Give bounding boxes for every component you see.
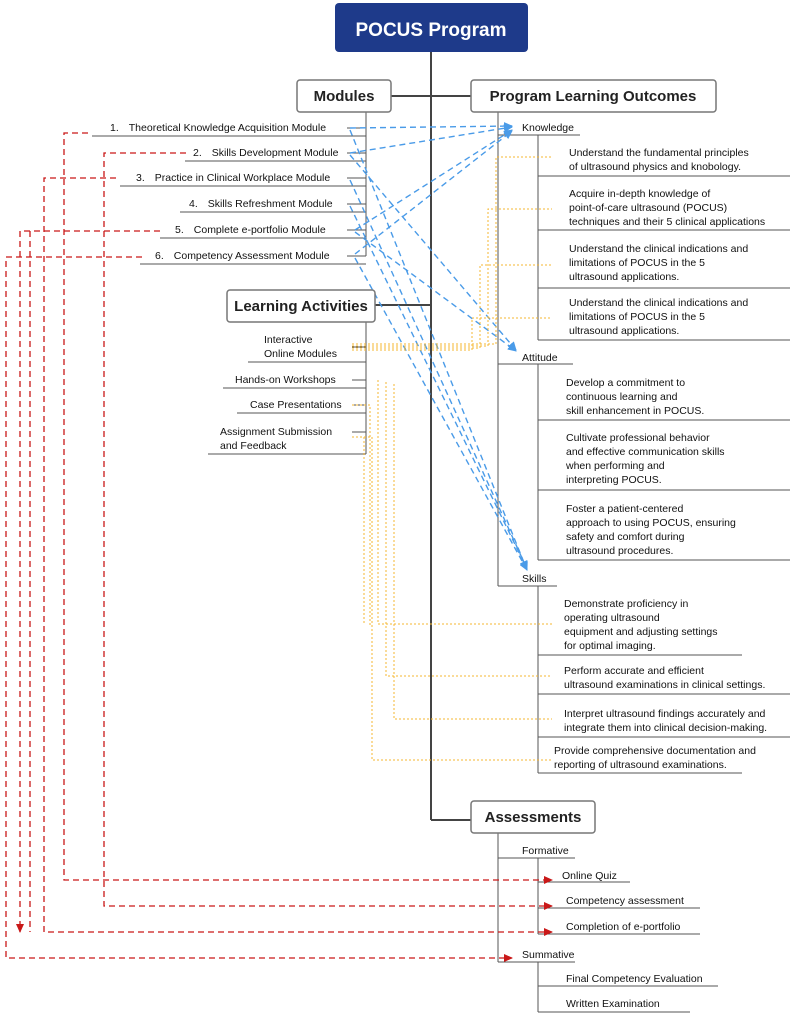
modules-header: Modules (296, 79, 392, 113)
activity-item-4: Assignment Submission and Feedback (220, 426, 335, 452)
module-item-5: 5.Complete e-portfolio Module (175, 224, 326, 236)
skills-label: Skills (522, 573, 547, 585)
summative-item-2: Written Examination (566, 998, 660, 1010)
activity-link-knowledge-4 (352, 317, 552, 351)
activity-item-1: Interactive Online Modules (264, 334, 337, 360)
module-item-3: 3.Practice in Clinical Workplace Module (136, 172, 330, 184)
link-module-5-attitude (354, 231, 517, 352)
activity-link-skills-2 (385, 382, 552, 677)
knowledge-item-2: Acquire in-depth knowledge of point-of-c… (569, 188, 765, 228)
formative-item-1: Online Quiz (562, 870, 617, 882)
activity-link-knowledge-1 (352, 156, 552, 345)
skills-item-2: Perform accurate and efficient ultrasoun… (564, 665, 765, 691)
activity-item-3: Case Presentations (250, 399, 342, 411)
link-module-6-skills (354, 257, 528, 571)
formative-item-2: Competency assessment (566, 895, 684, 907)
link-module-2-knowledge (349, 124, 513, 154)
attitude-item-lines (537, 364, 790, 561)
activity-link-skills-1 (377, 380, 552, 625)
activities-header: Learning Activities (226, 289, 376, 323)
link-module-6-summative (5, 256, 513, 962)
attitude-label: Attitude (522, 352, 558, 364)
knowledge-item-4: Understand the clinical indications and … (569, 297, 751, 337)
assessments-branch (497, 833, 718, 1013)
skills-item-1: Demonstrate proficiency in operating ult… (564, 598, 720, 652)
module-item-6: 6.Competency Assessment Module (155, 250, 330, 262)
outcomes-header-text: Program Learning Outcomes (490, 88, 697, 105)
formative-item-3: Completion of e-portfolio (566, 921, 681, 933)
assessments-header: Assessments (470, 800, 596, 834)
knowledge-label: Knowledge (522, 122, 574, 134)
attitude-item-2: Cultivate professional behavior and effe… (565, 432, 727, 486)
activity-link-knowledge-3 (352, 264, 552, 349)
activity-link-skills-3 (393, 384, 552, 720)
skills-item-4: Provide comprehensive documentation and … (554, 745, 759, 771)
modules-header-text: Modules (314, 88, 375, 105)
attitude-items: Develop a commitment to continuous learn… (565, 377, 739, 557)
program-title-text: POCUS Program (356, 20, 507, 41)
activity-list: Interactive Online Modules Hands-on Work… (220, 334, 342, 452)
summative-label: Summative (522, 949, 575, 961)
activities-branch (352, 320, 367, 454)
main-trunk (375, 52, 471, 821)
knowledge-items: Understand the fundamental principles of… (569, 147, 765, 337)
activity-outcome-links (352, 156, 552, 761)
formative-label: Formative (522, 845, 569, 857)
outcomes-header: Program Learning Outcomes (470, 79, 717, 113)
activities-header-text: Learning Activities (234, 298, 368, 315)
attitude-item-3: Foster a patient-centered approach to us… (566, 503, 739, 557)
module-item-4: 4.Skills Refreshment Module (189, 198, 333, 210)
link-module-3-skills (349, 179, 528, 570)
activity-link-case-skills (352, 404, 371, 625)
link-module-1-knowledge (349, 122, 513, 131)
module-item-1: 1.Theoretical Knowledge Acquisition Modu… (110, 122, 326, 134)
knowledge-item-3: Understand the clinical indications and … (569, 243, 751, 283)
knowledge-item-1: Understand the fundamental principles of… (569, 147, 752, 173)
summative-item-1: Final Competency Evaluation (566, 973, 703, 985)
knowledge-item-lines (537, 135, 790, 341)
skills-item-3: Interpret ultrasound findings accurately… (564, 708, 768, 734)
link-module-3-eportfolio (43, 177, 553, 936)
link-module-5-knowledge (354, 129, 513, 231)
skills-items: Demonstrate proficiency in operating ult… (554, 598, 768, 771)
activity-item-2: Hands-on Workshops (235, 374, 336, 386)
activity-underlines (208, 361, 366, 455)
activity-link-assignment-skills (352, 436, 552, 761)
skills-item-lines (537, 586, 790, 774)
modules-branch (347, 110, 367, 257)
module-assessment-links (5, 132, 553, 962)
link-module-6-knowledge (354, 130, 513, 255)
link-module-2-competency (103, 152, 553, 910)
module-underlines (92, 135, 366, 265)
activity-link-knowledge-2 (352, 208, 552, 347)
assessments-header-text: Assessments (485, 809, 582, 826)
link-module-5-eportfolio (16, 230, 160, 933)
link-module-1-online-quiz (63, 132, 553, 884)
outcomes-branch (497, 110, 580, 587)
link-module-4-skills (349, 205, 528, 570)
attitude-item-1: Develop a commitment to continuous learn… (566, 377, 704, 417)
module-item-2: 2.Skills Development Module (193, 147, 339, 159)
program-title: POCUS Program (335, 3, 528, 52)
module-list: 1.Theoretical Knowledge Acquisition Modu… (110, 122, 339, 262)
link-module-1-skills (349, 129, 528, 571)
